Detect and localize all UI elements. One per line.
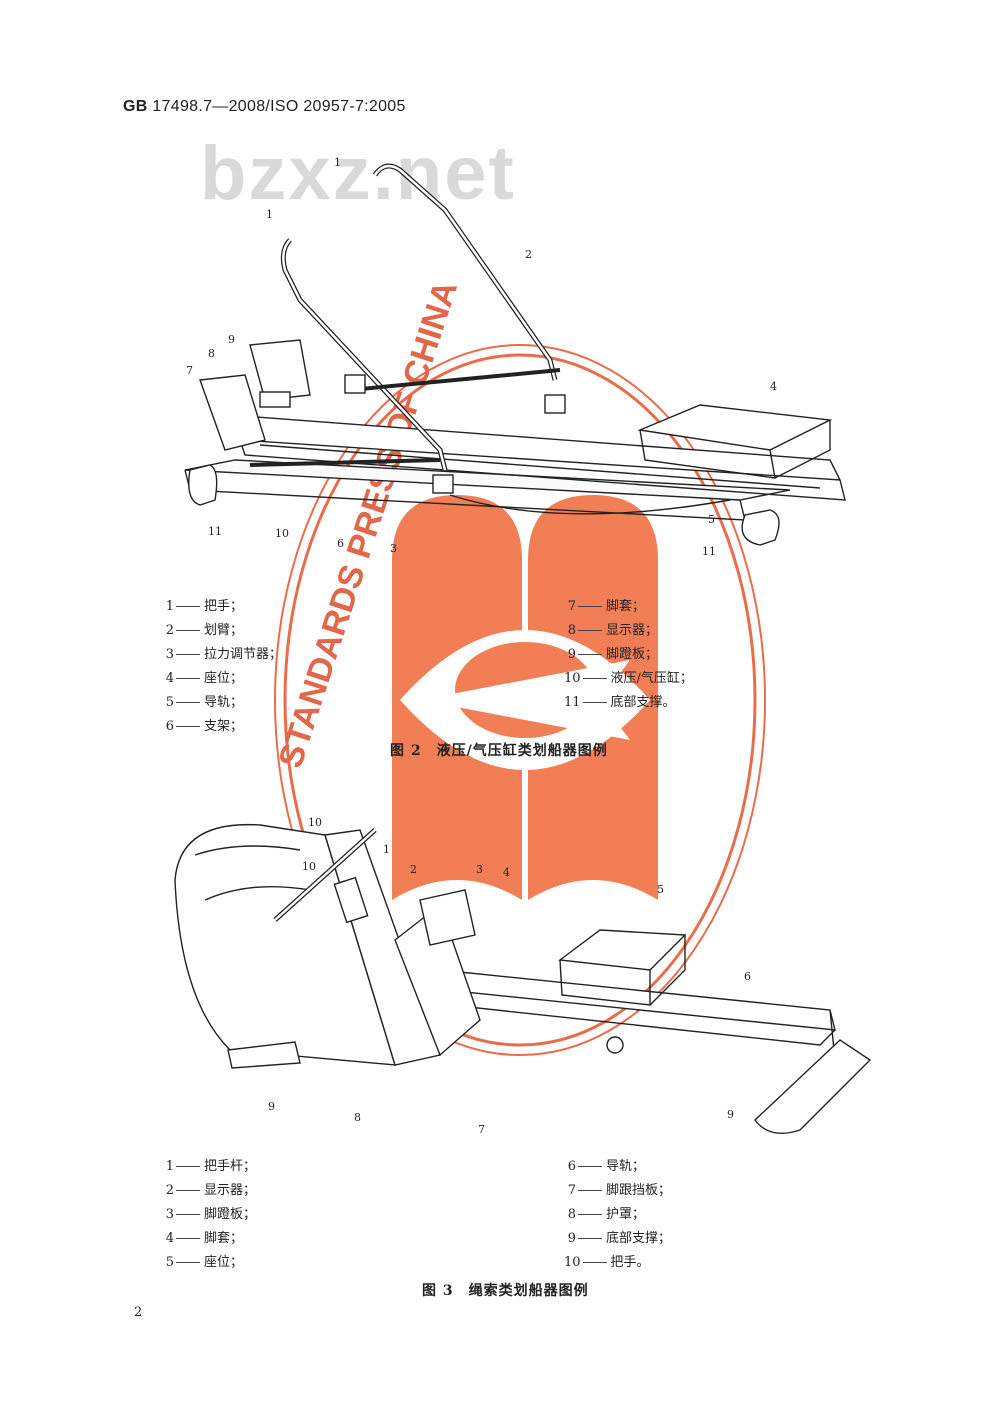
svg-text:1: 1 xyxy=(334,156,341,169)
standard-code: 17498.7—2008/ISO 20957-7:2005 xyxy=(152,98,406,115)
svg-text:11: 11 xyxy=(208,525,222,538)
standard-header: GB 17498.7—2008/ISO 20957-7:2005 xyxy=(123,98,406,116)
svg-text:7: 7 xyxy=(478,1123,485,1136)
figure3-drawing xyxy=(174,823,872,1134)
svg-text:3: 3 xyxy=(476,863,483,876)
svg-text:4: 4 xyxy=(503,866,510,879)
svg-text:5: 5 xyxy=(708,513,715,526)
standard-prefix: GB xyxy=(123,98,148,115)
svg-text:9: 9 xyxy=(228,333,235,346)
svg-text:8: 8 xyxy=(208,347,215,360)
svg-text:9: 9 xyxy=(727,1108,734,1121)
figure2-caption: 图 2 液压/气压缸类划船器图例 xyxy=(390,743,608,759)
svg-text:4: 4 xyxy=(770,380,777,393)
svg-text:11: 11 xyxy=(702,545,716,558)
figure2-callouts: 1 1 2 9 8 7 4 5 11 10 6 3 11 xyxy=(186,156,777,558)
svg-text:2: 2 xyxy=(410,863,417,876)
watermark-text: bzxz.net xyxy=(200,131,516,216)
svg-text:1: 1 xyxy=(266,208,273,221)
svg-text:10: 10 xyxy=(275,527,289,540)
svg-text:10: 10 xyxy=(308,816,322,829)
svg-text:6: 6 xyxy=(744,970,751,983)
figure2-drawing xyxy=(184,163,846,546)
svg-text:9: 9 xyxy=(268,1100,275,1113)
svg-text:7: 7 xyxy=(186,364,193,377)
figure3-caption: 图 3 绳索类划船器图例 xyxy=(422,1283,589,1299)
svg-text:3: 3 xyxy=(390,542,397,555)
svg-text:10: 10 xyxy=(302,860,316,873)
figure3-callouts: 10 1 10 2 3 4 5 6 9 8 7 9 xyxy=(268,816,751,1136)
svg-text:1: 1 xyxy=(383,843,390,856)
svg-text:6: 6 xyxy=(337,537,344,550)
page-number: 2 xyxy=(134,1305,143,1320)
svg-text:2: 2 xyxy=(525,248,532,261)
svg-text:8: 8 xyxy=(354,1111,361,1124)
svg-text:5: 5 xyxy=(657,883,664,896)
